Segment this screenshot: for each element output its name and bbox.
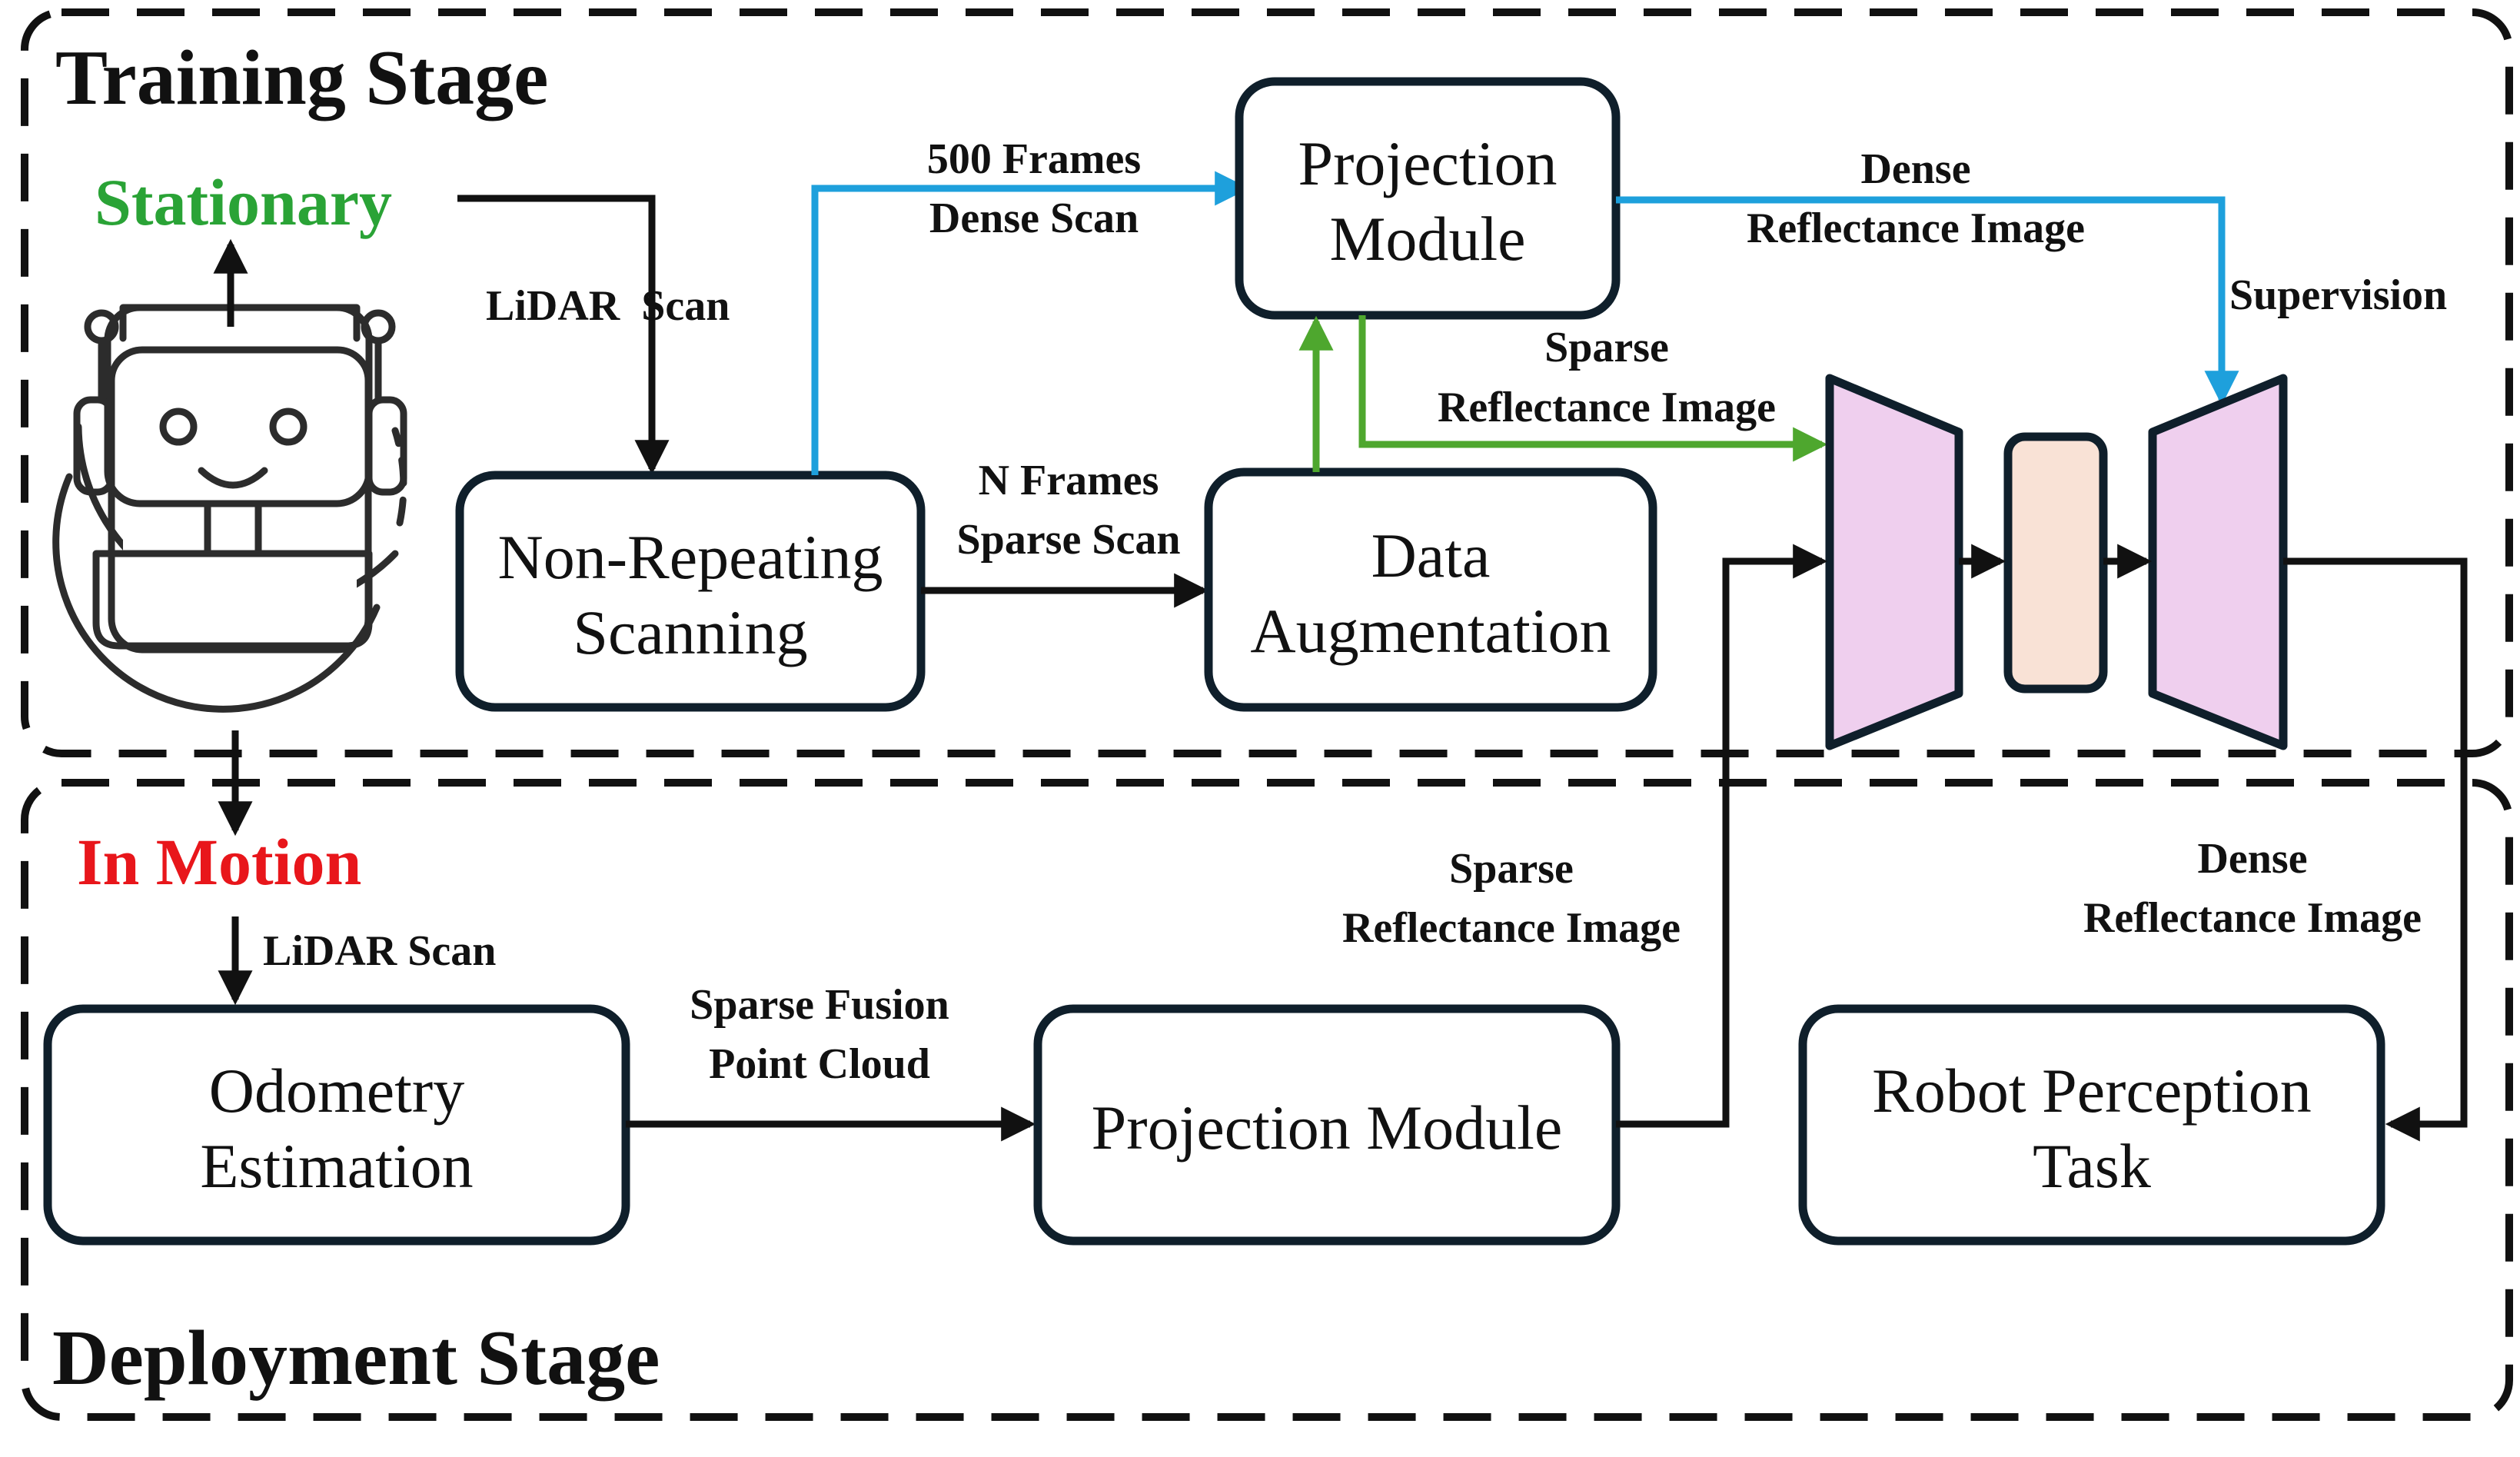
label-500-frames-line1: 500 Frames [927, 135, 1141, 183]
label-n-frames-line1: N Frames [979, 457, 1159, 504]
robot-perception-task-line1: Robot Perception [1872, 1056, 2312, 1126]
robot-perception-task-line2: Task [2033, 1131, 2151, 1201]
non-repeating-scanning-line2: Scanning [573, 597, 807, 667]
training-stage-title: Training Stage [55, 35, 548, 121]
deployment-stage-title: Deployment Stage [52, 1315, 660, 1402]
arrow-lidar-scan-training [457, 195, 670, 475]
label-500-frames-line2: Dense Scan [929, 195, 1139, 242]
data-augmentation-line1: Data [1371, 521, 1491, 590]
sparse-reflectance-training-line2: Reflectance Image [1438, 384, 1776, 431]
dense-reflectance-deployment-line1: Dense [2197, 835, 2307, 883]
arrow-dense-scan [811, 171, 1250, 475]
sparse-reflectance-deployment-line2: Reflectance Image [1342, 904, 1681, 952]
robot-perception-task-box [1798, 1004, 2385, 1246]
dense-reflectance-training-line1: Dense [1860, 145, 1970, 193]
projection-module-deployment-label: Projection Module [1092, 1093, 1563, 1163]
lidar-scan-training-label: LiDAR Scan [486, 282, 730, 330]
projection-module-training-line1: Projection [1298, 128, 1557, 198]
odometry-estimation-line1: Odometry [209, 1056, 464, 1126]
training-stage-region [21, 8, 2513, 757]
data-augmentation-line2: Augmentation [1250, 596, 1611, 666]
deployment-stage-region [21, 779, 2513, 1421]
stationary-label: Stationary [95, 165, 392, 239]
arrow-sparse-reflectance-deployment [1616, 544, 1828, 1128]
sparse-reflectance-training-line1: Sparse [1544, 324, 1669, 371]
dense-reflectance-training-line2: Reflectance Image [1747, 205, 2085, 252]
encoder-block [1825, 374, 1963, 750]
label-n-frames-line2: Sparse Scan [957, 516, 1181, 564]
dense-reflectance-deployment-line2: Reflectance Image [2083, 894, 2422, 942]
sparse-reflectance-deployment-line1: Sparse [1449, 845, 1574, 893]
projection-module-training-line2: Module [1329, 204, 1525, 274]
lidar-scan-deployment-label: LiDAR Scan [263, 927, 496, 975]
sparse-fusion-line1: Sparse Fusion [690, 981, 949, 1029]
supervision-label: Supervision [2229, 271, 2447, 319]
odometry-estimation-line2: Estimation [200, 1131, 473, 1201]
data-augmentation-box [1204, 467, 1657, 712]
in-motion-label: In Motion [77, 825, 361, 899]
projection-module-training-box [1235, 77, 1621, 320]
robot-icon [52, 304, 407, 713]
sparse-fusion-line2: Point Cloud [709, 1040, 930, 1088]
arrow-dense-supervision [1616, 196, 2239, 406]
arrow-dense-reflectance-deployment [2283, 557, 2468, 1142]
bottleneck-block [2003, 432, 2108, 694]
arrow-sparse-reflectance-training [1358, 315, 1828, 462]
non-repeating-scanning-line1: Non-Repeating [498, 522, 883, 592]
decoder-block [2148, 374, 2288, 750]
